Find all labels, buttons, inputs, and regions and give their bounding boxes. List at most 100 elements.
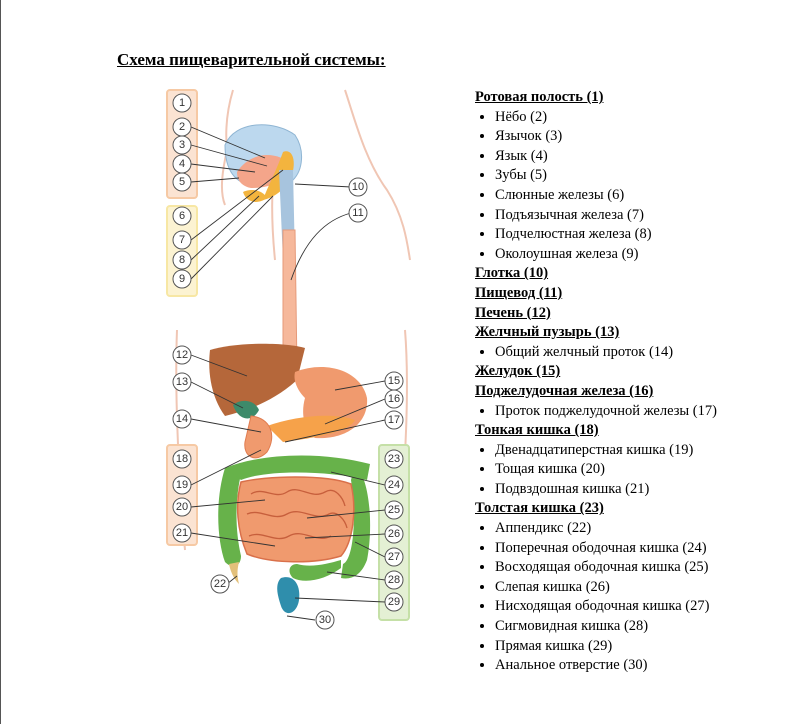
marker-21: 21 <box>172 523 192 543</box>
legend-item: Слепая кишка (26) <box>495 578 795 598</box>
legend-item: Зубы (5) <box>495 166 795 186</box>
page-title: Схема пищеварительной системы: <box>117 50 386 69</box>
marker-23: 23 <box>384 449 404 469</box>
gallbladder-shape <box>233 400 259 419</box>
pancreas-shape <box>267 415 355 442</box>
legend-list-gallbladder: Общий желчный проток (14) <box>475 343 795 363</box>
marker-9: 9 <box>172 269 192 289</box>
salivary-gland-shape <box>263 151 294 200</box>
legend-item: Прямая кишка (29) <box>495 637 795 657</box>
svg-text:25: 25 <box>388 504 400 516</box>
legend-item: Общий желчный проток (14) <box>495 343 795 363</box>
svg-text:16: 16 <box>388 393 400 405</box>
legend-header-stomach: Желудок (15) <box>475 363 561 380</box>
marker-27: 27 <box>384 547 404 567</box>
legend-item: Подъязычная железа (7) <box>495 206 795 226</box>
marker-29: 29 <box>384 592 404 612</box>
appendix-shape <box>229 562 239 584</box>
legend-header-pancreas: Поджелудочная железа (16) <box>475 382 654 399</box>
legend-item: Сигмовидная кишка (28) <box>495 617 795 637</box>
svg-text:11: 11 <box>352 207 363 219</box>
svg-text:30: 30 <box>319 614 331 626</box>
duodenum-shape <box>244 415 273 459</box>
svg-text:12: 12 <box>176 349 188 361</box>
legend-item: Двенадцатиперстная кишка (19) <box>495 441 795 461</box>
legend-header-large-intestine: Толстая кишка (23) <box>475 500 604 517</box>
svg-text:3: 3 <box>179 139 185 151</box>
marker-7: 7 <box>172 230 192 250</box>
legend-item: Язык (4) <box>495 147 795 167</box>
digestive-system-diagram: 1 2 3 4 5 6 7 8 9 10 11 12 13 14 15 16 1… <box>166 89 411 630</box>
marker-10: 10 <box>348 177 368 197</box>
legend-header-gallbladder: Желчный пузырь (13) <box>475 324 620 341</box>
descending-colon-shape <box>341 464 371 579</box>
marker-16: 16 <box>384 389 404 409</box>
legend-header-pharynx: Глотка (10) <box>475 265 549 282</box>
svg-text:14: 14 <box>176 413 188 425</box>
marker-14: 14 <box>172 409 192 429</box>
marker-28: 28 <box>384 570 404 590</box>
svg-text:28: 28 <box>388 574 400 586</box>
rectum-shape <box>277 577 300 614</box>
svg-text:23: 23 <box>388 453 400 465</box>
svg-text:2: 2 <box>179 121 185 133</box>
marker-24: 24 <box>384 475 404 495</box>
svg-text:27: 27 <box>388 551 400 563</box>
marker-1: 1 <box>172 93 192 113</box>
svg-text:20: 20 <box>176 501 188 513</box>
svg-text:9: 9 <box>179 273 185 285</box>
legend-item: Аппендикс (22) <box>495 519 795 539</box>
legend-item: Подвздошная кишка (21) <box>495 480 795 500</box>
svg-text:7: 7 <box>179 234 185 246</box>
marker-3: 3 <box>172 135 192 155</box>
marker-11: 11 <box>348 203 368 223</box>
intestine-loops <box>246 489 348 540</box>
svg-text:13: 13 <box>176 376 188 388</box>
legend-item: Подчелюстная железа (8) <box>495 225 795 245</box>
legend-item: Околоушная железа (9) <box>495 245 795 265</box>
marker-2: 2 <box>172 117 192 137</box>
legend-header-oral-cavity: Ротовая полость (1) <box>475 89 604 105</box>
legend-item: Слюнные железы (6) <box>495 186 795 206</box>
legend-item: Тощая кишка (20) <box>495 460 795 480</box>
marker-13: 13 <box>172 372 192 392</box>
ascending-colon-shape <box>218 468 241 567</box>
marker-25: 25 <box>384 500 404 520</box>
marker-15: 15 <box>384 371 404 391</box>
liver-shape <box>209 343 305 416</box>
svg-text:18: 18 <box>176 453 188 465</box>
sigmoid-colon-shape <box>289 560 341 581</box>
legend-item: Проток поджелудочной железы (17) <box>495 402 795 422</box>
legend-item: Поперечная ободочная кишка (24) <box>495 539 795 559</box>
legend-item: Нисходящая ободочная кишка (27) <box>495 597 795 617</box>
marker-18: 18 <box>172 449 192 469</box>
sublingual-gland-shape <box>243 190 267 202</box>
svg-text:22: 22 <box>214 578 226 590</box>
marker-19: 19 <box>172 475 192 495</box>
marker-30: 30 <box>315 610 335 630</box>
legend-item: Восходящая ободочная кишка (25) <box>495 558 795 578</box>
svg-text:10: 10 <box>352 181 364 193</box>
legend-item: Нёбо (2) <box>495 108 795 128</box>
legend-header-small-intestine: Тонкая кишка (18) <box>475 422 599 439</box>
svg-text:21: 21 <box>176 527 188 539</box>
svg-text:4: 4 <box>179 158 185 170</box>
marker-4: 4 <box>172 154 192 174</box>
marker-22: 22 <box>210 574 230 594</box>
page-left-border <box>0 0 1 724</box>
svg-text:1: 1 <box>179 97 185 109</box>
legend-list-large-intestine: Аппендикс (22) Поперечная ободочная кишк… <box>475 519 795 676</box>
leader-lines <box>190 126 386 621</box>
transverse-colon-shape <box>225 455 370 480</box>
legend-item: Анальное отверстие (30) <box>495 656 795 676</box>
legend-header-esophagus: Пищевод (11) <box>475 284 563 301</box>
legend-header-liver: Печень (12) <box>475 304 551 321</box>
svg-text:15: 15 <box>388 375 400 387</box>
legend-list-pancreas: Проток поджелудочной железы (17) <box>475 402 795 422</box>
small-intestine-shape <box>236 476 355 563</box>
marker-17: 17 <box>384 410 404 430</box>
marker-6: 6 <box>172 206 192 226</box>
marker-20: 20 <box>172 497 192 517</box>
marker-8: 8 <box>172 250 192 270</box>
marker-5: 5 <box>172 172 192 192</box>
